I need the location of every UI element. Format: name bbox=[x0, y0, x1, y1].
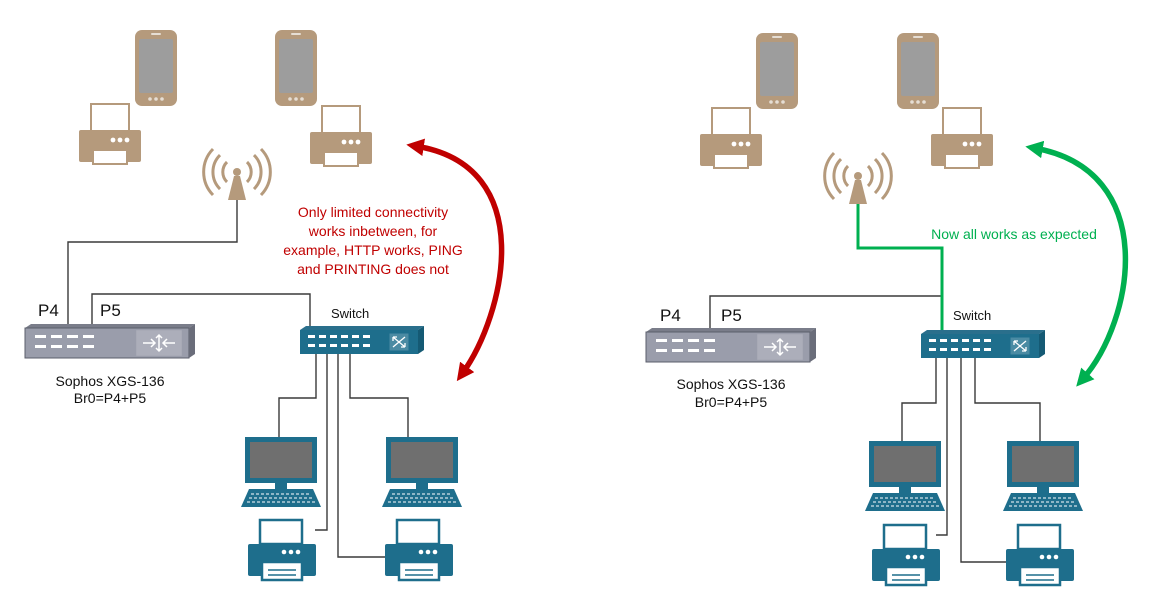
switch-label: Switch bbox=[953, 308, 991, 323]
printer-icon bbox=[930, 107, 994, 169]
printer-icon bbox=[1004, 523, 1076, 587]
wifi-antenna-icon bbox=[202, 147, 272, 202]
printer-icon bbox=[699, 107, 763, 169]
left-wire-switch-pc2 bbox=[349, 354, 409, 445]
right-wire-switch-printer1 bbox=[936, 358, 948, 536]
port-label-p4: P4 bbox=[38, 301, 59, 320]
ok-note: Now all works as expected bbox=[931, 226, 1097, 242]
firewall-icon bbox=[645, 327, 817, 363]
smartphone-icon bbox=[756, 33, 798, 109]
right-wire-antenna-switch bbox=[856, 204, 944, 330]
switch-label: Switch bbox=[331, 306, 369, 321]
problem-note-line: Only limited connectivity bbox=[298, 204, 448, 220]
firewall-name: Sophos XGS-136 bbox=[56, 373, 165, 389]
computer-icon bbox=[381, 436, 463, 508]
right-wire-switch-printer2 bbox=[960, 358, 1006, 563]
ok-arrow bbox=[1025, 140, 1129, 387]
smartphone-icon bbox=[275, 30, 317, 106]
port-label-p4: P4 bbox=[660, 306, 681, 325]
right-wire-p5-switch bbox=[709, 295, 943, 330]
printer-icon bbox=[383, 518, 455, 582]
right-wire-switch-pc1 bbox=[901, 358, 937, 447]
printer-icon bbox=[78, 103, 142, 165]
right-wire-switch-pc2 bbox=[974, 358, 1041, 447]
problem-note: Only limited connectivity works inbetwee… bbox=[283, 204, 462, 277]
problem-note-line: and PRINTING does not bbox=[297, 261, 449, 277]
problem-note-line: example, HTTP works, PING bbox=[283, 242, 462, 258]
smartphone-icon bbox=[897, 33, 939, 109]
firewall-bridge-label: Br0=P4+P5 bbox=[695, 394, 768, 410]
firewall-icon bbox=[24, 323, 196, 359]
wifi-antenna-icon bbox=[823, 151, 893, 206]
firewall-bridge-label: Br0=P4+P5 bbox=[74, 390, 147, 406]
switch-icon bbox=[920, 329, 1046, 359]
computer-icon bbox=[1002, 440, 1084, 512]
left-wire-switch-printer1 bbox=[315, 354, 328, 531]
port-label-p5: P5 bbox=[721, 306, 742, 325]
computer-icon bbox=[240, 436, 322, 508]
firewall-name: Sophos XGS-136 bbox=[677, 376, 786, 392]
left-wire-p5-switch bbox=[91, 293, 311, 330]
printer-icon bbox=[246, 518, 318, 582]
left-wire-antenna-p4 bbox=[67, 200, 238, 330]
right-scenario: P4 P5 Sophos XGS-136 Br0=P4+P5 Switch No… bbox=[645, 33, 1129, 587]
printer-icon bbox=[870, 523, 942, 587]
computer-icon bbox=[864, 440, 946, 512]
left-wire-switch-printer2 bbox=[337, 354, 385, 558]
printer-icon bbox=[309, 105, 373, 167]
problem-note-line: works inbetween, for bbox=[308, 223, 438, 239]
smartphone-icon bbox=[135, 30, 177, 106]
left-wire-switch-pc1 bbox=[278, 354, 317, 445]
switch-icon bbox=[299, 325, 425, 355]
problem-arrow bbox=[406, 138, 505, 382]
port-label-p5: P5 bbox=[100, 301, 121, 320]
left-scenario: P4 P5 Sophos XGS-136 Br0=P4+P5 Switch On… bbox=[24, 30, 505, 582]
